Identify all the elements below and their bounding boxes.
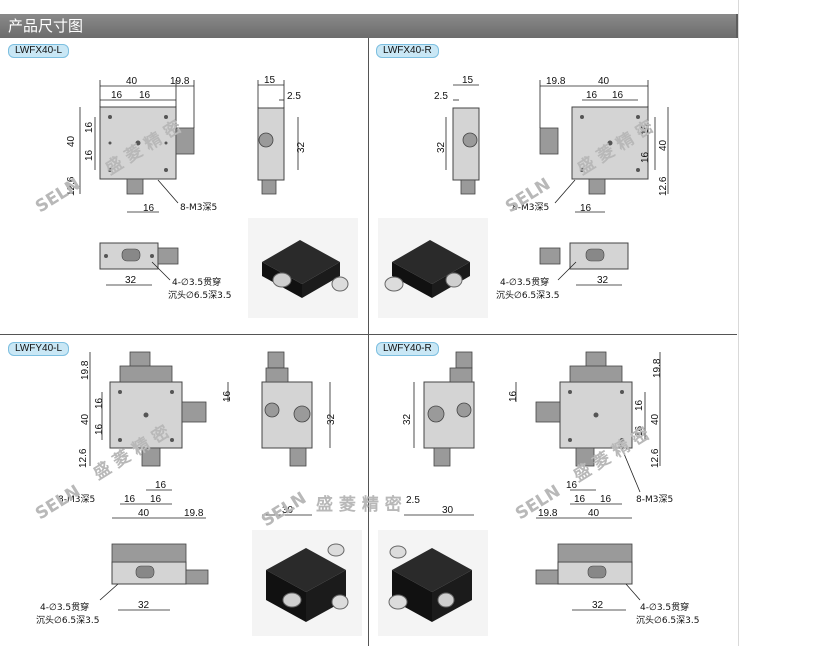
dim-19-8-yr: 19.8 bbox=[652, 358, 663, 378]
dim-16-v2-r: 16 bbox=[640, 151, 651, 163]
dim-32-y-front: 32 bbox=[138, 600, 150, 611]
note-screw-y: 8-M3深5 bbox=[58, 494, 95, 505]
dim-16-y-b1: 16 bbox=[124, 494, 136, 505]
note-hole1-yr: 4-∅3.5贯穿 bbox=[640, 601, 689, 613]
panel-label-lwfy40-r: LWFY40-R bbox=[376, 342, 439, 356]
side-knob bbox=[175, 127, 195, 155]
dim-16-r-b: 16 bbox=[612, 90, 624, 101]
dim-16-b: 16 bbox=[139, 90, 151, 101]
note-screw-yr: 8-M3深5 bbox=[636, 494, 673, 505]
dim-32-y-side: 32 bbox=[326, 413, 337, 425]
dim-16-yr-v2: 16 bbox=[634, 425, 645, 437]
dim-15: 15 bbox=[264, 75, 276, 86]
note-hole1-y: 4-∅3.5贯穿 bbox=[40, 601, 89, 613]
dim-16-yr-b3: 16 bbox=[566, 480, 578, 491]
dim-30-yr: 30 bbox=[442, 505, 454, 516]
watermark-logo-1: SELN bbox=[32, 174, 84, 217]
dim-16-y-v2: 16 bbox=[94, 423, 105, 435]
dim-12-6-r: 12.6 bbox=[658, 176, 669, 196]
dim-16-v2: 16 bbox=[84, 149, 95, 161]
dim-16-y-v1: 16 bbox=[94, 397, 105, 409]
dim-40-v-r: 40 bbox=[658, 139, 669, 151]
dim-16-bottom-r: 16 bbox=[580, 203, 592, 214]
dim-40-yr: 40 bbox=[650, 413, 661, 425]
dim-19-8-yr-bottom: 19.8 bbox=[538, 508, 558, 519]
right-border bbox=[738, 0, 739, 646]
note-hole2-yr: 沉头∅6.5深3.5 bbox=[636, 615, 699, 626]
panel-label-lwfy40-l: LWFY40-L bbox=[8, 342, 70, 356]
dim-16-yr-left: 16 bbox=[508, 390, 519, 402]
dim-19-8: 19.8 bbox=[170, 76, 190, 87]
dim-2-5-r: 2.5 bbox=[434, 91, 448, 102]
note-hole1-r: 4-∅3.5贯穿 bbox=[500, 276, 549, 288]
front-knob bbox=[157, 247, 179, 265]
dim-19-8-y: 19.8 bbox=[80, 360, 91, 380]
dim-15-r: 15 bbox=[462, 75, 474, 86]
dim-32-yr-front: 32 bbox=[592, 600, 604, 611]
panel-label-lwfx40-l: LWFX40-L bbox=[8, 44, 70, 58]
watermark-logo-4: SELN bbox=[258, 488, 310, 531]
note-hole1: 4-∅3.5贯穿 bbox=[172, 276, 221, 288]
dim-32-front-r: 32 bbox=[597, 275, 609, 286]
panel-lwfy40-l: 19.8 40 16 16 12.6 16 40 19.8 16 16 16 8… bbox=[32, 351, 402, 636]
dim-16-yr-b1: 16 bbox=[574, 494, 586, 505]
dim-16-y-right: 16 bbox=[222, 390, 233, 402]
note-hole2-y: 沉头∅6.5深3.5 bbox=[36, 615, 99, 626]
dim-40-v: 40 bbox=[66, 135, 77, 147]
micrometer-body bbox=[126, 178, 144, 195]
dim-16-r-a: 16 bbox=[586, 90, 598, 101]
dim-16-y-b3: 16 bbox=[155, 480, 167, 491]
panel-divider-vertical bbox=[368, 38, 369, 646]
dim-32-yr-side: 32 bbox=[402, 413, 413, 425]
dim-16-yr-b2: 16 bbox=[600, 494, 612, 505]
panel-lwfx40-r: 19.8 40 16 16 40 16 16 12.6 16 8-M3深5 15… bbox=[378, 75, 669, 318]
dim-12-6-y: 12.6 bbox=[78, 448, 89, 468]
dim-16-a: 16 bbox=[111, 90, 123, 101]
note-hole2-r: 沉头∅6.5深3.5 bbox=[496, 290, 559, 301]
dim-30-y: 30 bbox=[282, 505, 294, 516]
dim-32-side-r: 32 bbox=[436, 141, 447, 153]
dim-2-5-yr: 2.5 bbox=[406, 495, 420, 506]
panel-lwfx40-l: 40 19.8 16 16 40 16 16 12.6 16 8-M3深5 15… bbox=[32, 75, 358, 318]
note-hole2: 沉头∅6.5深3.5 bbox=[168, 290, 231, 301]
dim-40-y-bottom: 40 bbox=[138, 508, 150, 519]
side-micrometer bbox=[261, 179, 277, 195]
note-screw-r: 8-M3深5 bbox=[512, 202, 549, 213]
dim-12-6-yr: 12.6 bbox=[650, 448, 661, 468]
panel-lwfy40-r: 19.8 40 16 16 12.6 16 19.8 40 16 16 16 8… bbox=[378, 351, 699, 636]
watermark-text-4: 盛 菱 精 密 bbox=[316, 494, 402, 515]
dim-19-8-r: 19.8 bbox=[546, 76, 566, 87]
dim-40: 40 bbox=[126, 76, 138, 87]
dim-40-y: 40 bbox=[80, 413, 91, 425]
dim-32-side: 32 bbox=[296, 141, 307, 153]
dim-2-5: 2.5 bbox=[287, 91, 301, 102]
note-screw: 8-M3深5 bbox=[180, 202, 217, 213]
dim-40-r: 40 bbox=[598, 76, 610, 87]
panel-label-lwfx40-r: LWFX40-R bbox=[376, 44, 439, 58]
panel-divider-horizontal bbox=[0, 334, 737, 335]
dim-32-front: 32 bbox=[125, 275, 137, 286]
dim-12-6: 12.6 bbox=[66, 176, 77, 196]
section-header: 产品尺寸图 bbox=[0, 14, 737, 38]
dim-16-yr-v1: 16 bbox=[634, 399, 645, 411]
dim-16-bottom: 16 bbox=[143, 203, 155, 214]
dim-16-v1-r: 16 bbox=[640, 123, 651, 135]
dim-16-y-b2: 16 bbox=[150, 494, 162, 505]
dim-16-v1: 16 bbox=[84, 121, 95, 133]
section-title: 产品尺寸图 bbox=[8, 17, 84, 35]
dim-19-8-y-bottom: 19.8 bbox=[184, 508, 204, 519]
watermark-logo-3: SELN bbox=[32, 481, 84, 524]
dim-40-yr-bottom: 40 bbox=[588, 508, 600, 519]
header-edge bbox=[736, 14, 739, 38]
